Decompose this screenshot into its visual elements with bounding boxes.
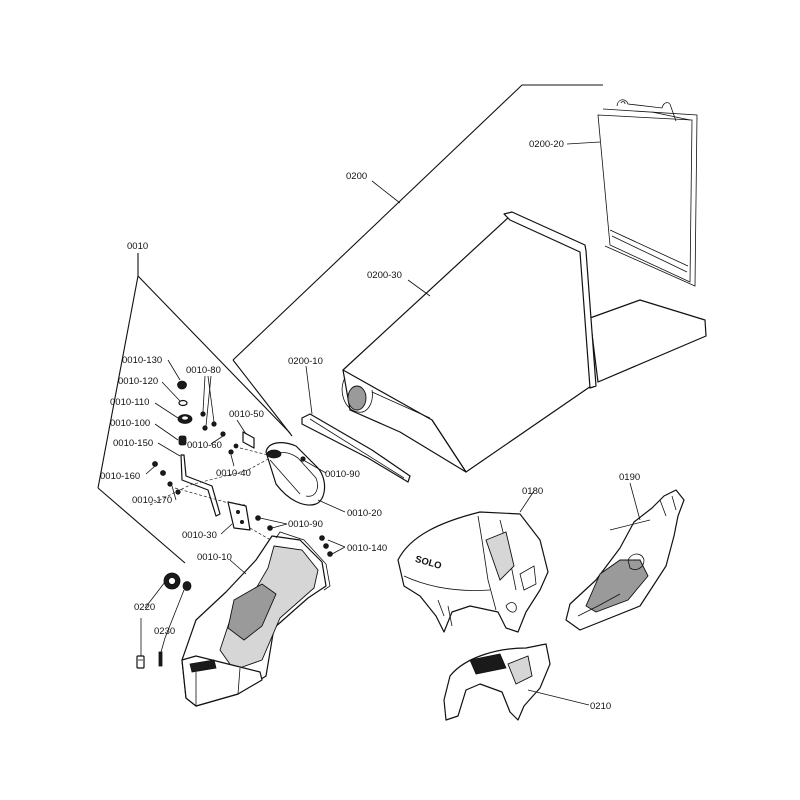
label-0200: 0200: [346, 171, 367, 182]
label-0200-10: 0200-10: [288, 356, 323, 367]
screw-0010-160: [152, 461, 158, 467]
pin-0230: [136, 651, 163, 669]
label-0010: 0010: [127, 241, 148, 252]
cover-0210: [443, 643, 551, 721]
flap-0010-20: [265, 442, 326, 506]
label-0010-140: 0010-140: [347, 543, 387, 554]
label-0010-120: 0010-120: [118, 376, 158, 387]
label-0010-80: 0010-80: [186, 365, 221, 376]
sleeve-0010-100: [178, 435, 187, 446]
label-0190: 0190: [619, 472, 640, 483]
screw-0010-170: [167, 481, 173, 487]
label-0010-50: 0010-50: [229, 409, 264, 420]
bracket-0010-50: [242, 431, 255, 449]
group-0010-bracket: [97, 253, 291, 564]
label-0210: 0210: [590, 701, 611, 712]
bag-frame-0200-20: [597, 99, 698, 287]
pin-0010-40: [228, 449, 234, 455]
pin-0010-60: [220, 431, 226, 437]
cover-0180: SOLO: [397, 511, 549, 633]
lever-0010-150: [180, 454, 221, 517]
part-labels: 0010 0200 0200-20 0200-30 0200-10 0010-1…: [100, 139, 640, 712]
label-0200-30: 0200-30: [367, 270, 402, 281]
cover-0190: [565, 489, 685, 631]
label-0010-10: 0010-10: [197, 552, 232, 563]
rod-0200-10: [301, 413, 411, 483]
washer-0010-120: [178, 399, 188, 407]
label-0010-60: 0010-60: [187, 440, 222, 451]
label-0200-20: 0200-20: [529, 139, 564, 150]
label-0010-30: 0010-30: [182, 530, 217, 541]
label-0010-130: 0010-130: [122, 355, 162, 366]
label-0010-90-bottom: 0010-90: [288, 519, 323, 530]
label-0230: 0230: [154, 626, 175, 637]
screw-0010-90: [255, 515, 261, 521]
group-0200-bracket: [232, 84, 603, 437]
label-0010-90-top: 0010-90: [325, 469, 360, 480]
label-0010-110: 0010-110: [110, 397, 149, 408]
spring-0010-80: [200, 411, 206, 417]
label-0010-160: 0010-160: [100, 471, 140, 482]
label-0010-20: 0010-20: [347, 508, 382, 519]
screw-0010-140: [319, 535, 325, 541]
label-0180: 0180: [522, 486, 543, 497]
grass-bag-0200-30: [341, 211, 707, 473]
label-0010-100: 0010-100: [110, 418, 150, 429]
hinge-plate-0010-30: [227, 501, 251, 531]
label-0010-40: 0010-40: [216, 468, 251, 479]
label-0010-170: 0010-170: [132, 495, 172, 506]
knob-0220: [163, 572, 192, 591]
chute-0010-10: [181, 531, 331, 707]
nut-0010-130: [177, 380, 187, 390]
leader-lines: [140, 141, 641, 706]
label-0220: 0220: [134, 602, 155, 613]
label-0010-150: 0010-150: [113, 438, 153, 449]
hardware-parts: [149, 380, 333, 557]
